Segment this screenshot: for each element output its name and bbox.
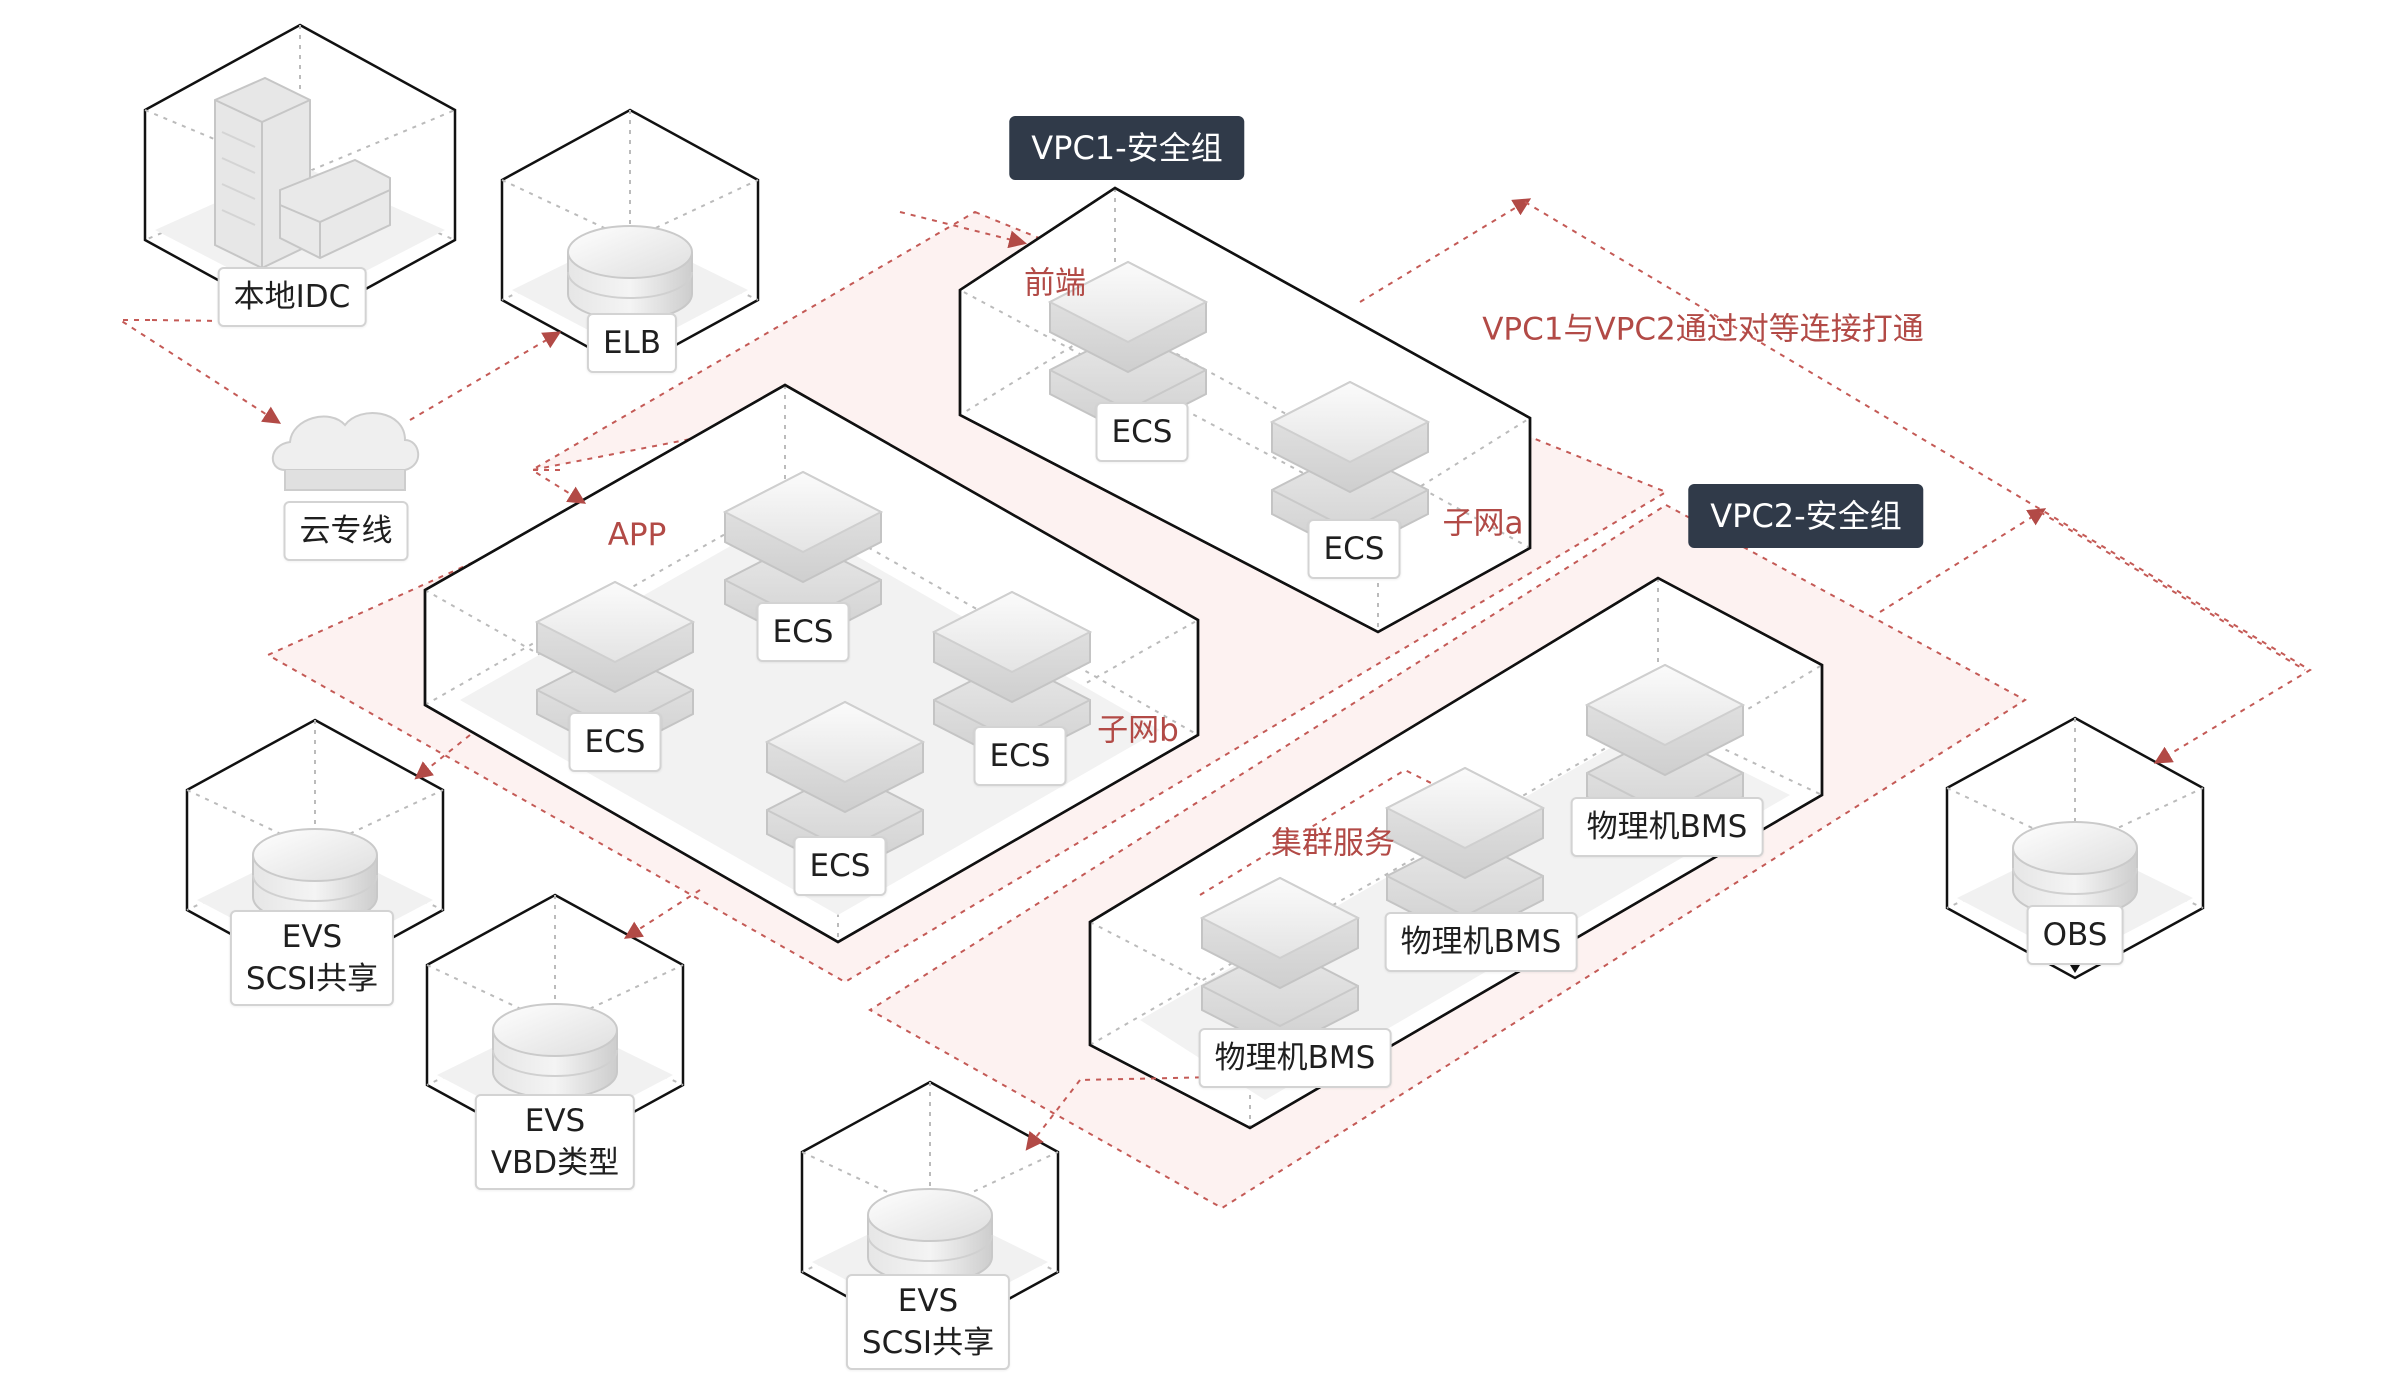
- vpc1-badge: VPC1-安全组: [1009, 116, 1245, 180]
- evs-2-mode: VBD类型: [490, 1145, 620, 1181]
- ecs-app-3-label: ECS: [973, 726, 1067, 786]
- evs-1-type: EVS: [281, 919, 343, 955]
- evs-3-type: EVS: [897, 1283, 959, 1319]
- peering-annotation: VPC1与VPC2通过对等连接打通: [1482, 311, 1924, 348]
- bms-2-label: 物理机BMS: [1384, 912, 1578, 972]
- bms-3-label: 物理机BMS: [1198, 1028, 1392, 1088]
- ecs-app-4-label: ECS: [793, 836, 887, 896]
- app-tag: APP: [607, 517, 667, 553]
- server-icon: [214, 76, 391, 270]
- ecs-app-2-label: ECS: [568, 712, 662, 772]
- evs-3-label: EVS SCSI共享: [845, 1274, 1011, 1370]
- subnet-b-tag: 子网b: [1097, 712, 1179, 749]
- obs-label: OBS: [2026, 905, 2124, 965]
- cloud-icon: [271, 412, 420, 491]
- ecs-front-1-label: ECS: [1095, 402, 1189, 462]
- ecs-front-2-label: ECS: [1307, 519, 1401, 579]
- elb-label: ELB: [586, 313, 678, 373]
- ecs-app-1-label: ECS: [756, 602, 850, 662]
- bms-1-label: 物理机BMS: [1570, 797, 1764, 857]
- evs-1-label: EVS SCSI共享: [229, 910, 395, 1006]
- evs-2-type: EVS: [524, 1103, 586, 1139]
- evs-3-mode: SCSI共享: [861, 1325, 995, 1361]
- direct-connect-label: 云专线: [283, 501, 409, 561]
- cluster-service-tag: 集群服务: [1271, 825, 1395, 862]
- evs-1-mode: SCSI共享: [245, 961, 379, 997]
- subnet-a-tag: 子网a: [1442, 505, 1524, 542]
- frontend-tag: 前端: [1024, 265, 1086, 302]
- evs-2-label: EVS VBD类型: [474, 1094, 636, 1190]
- cluster-service-zone: [1199, 768, 1446, 896]
- idc-label: 本地IDC: [217, 267, 367, 327]
- vpc2-badge: VPC2-安全组: [1688, 484, 1924, 548]
